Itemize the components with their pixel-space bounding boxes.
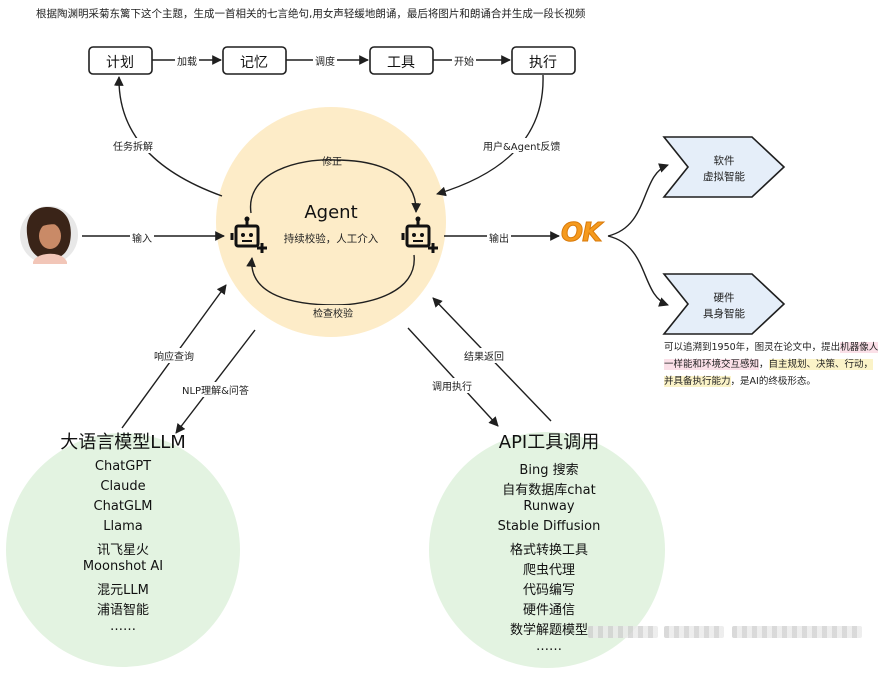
feedback-label: 用户&Agent反馈 [481, 138, 563, 153]
api-title: API工具调用 [498, 432, 600, 453]
load-label: 加载 [175, 53, 199, 68]
start-label: 开始 [452, 53, 476, 68]
api-item: 自有数据库chat [502, 483, 596, 498]
llm-item: 讯飞星火 [96, 543, 149, 558]
software-label: 软件 [713, 155, 735, 167]
api-item: Stable Diffusion [497, 519, 601, 534]
header-instruction: 根据陶渊明采菊东篱下这个主题，生成一首相关的七言绝句,用女声轻缓地朗诵，最后将图… [36, 8, 586, 20]
software-shape [662, 136, 786, 198]
api-item: 代码编写 [522, 583, 575, 598]
llm-title: 大语言模型LLM [60, 432, 186, 453]
api-item: Bing 搜索 [519, 463, 579, 478]
api-item: 爬虫代理 [522, 563, 575, 578]
api-item: …… [536, 639, 562, 654]
llm-item: Moonshot AI [82, 559, 164, 574]
user-avatar-icon [20, 206, 78, 264]
memory-label: 记忆 [240, 55, 268, 71]
llm-item: Claude [100, 479, 146, 494]
hardware-label: 硬件 [713, 292, 735, 304]
robot-add-icon [230, 216, 267, 253]
agent-title: Agent [304, 202, 358, 223]
api-item: Runway [523, 499, 575, 514]
agent-circle [216, 107, 446, 337]
task-decompose-label: 任务拆解 [111, 138, 155, 153]
result-return-label: 结果返回 [462, 348, 506, 363]
description-text: 可以追溯到1950年，图灵在论文中，提出 [664, 342, 841, 353]
api-item: 硬件通信 [522, 603, 575, 618]
output-label: 输出 [487, 230, 511, 245]
api-list: Bing 搜索 自有数据库chat Runway Stable Diffusio… [444, 459, 654, 659]
hardware-shape [662, 273, 786, 335]
api-item: 格式转换工具 [509, 543, 588, 558]
llm-item: ChatGLM [93, 499, 153, 514]
tool-label: 工具 [387, 55, 415, 71]
llm-item: 混元LLM [97, 583, 149, 598]
turing-description: 可以追溯到1950年，图灵在论文中，提出机器像人一样能和环境交互感知，自主规划、… [664, 339, 879, 390]
call-execute-label: 调用执行 [430, 378, 474, 393]
api-item: 数学解题模型 [509, 623, 588, 638]
response-query-label: 响应查询 [152, 348, 196, 363]
api-circle [429, 432, 665, 668]
input-label: 输入 [130, 230, 154, 245]
llm-item: …… [110, 619, 136, 634]
robot-add-icon [401, 216, 438, 253]
llm-item: 浦语智能 [96, 603, 149, 618]
nlp-label: NLP理解&问答 [180, 382, 251, 397]
agent-subtitle: 持续校验，人工介入 [283, 233, 379, 245]
ok-badge: OK [560, 218, 602, 249]
correct-loop-label: 修正 [322, 157, 342, 168]
llm-list: ChatGPT Claude ChatGLM Llama 讯飞星火 Moonsh… [23, 459, 223, 639]
llm-circle [6, 433, 240, 667]
description-text: ，是AI的终极形态。 [730, 376, 816, 387]
virtual-intel-label: 虚拟智能 [703, 171, 745, 183]
llm-item: ChatGPT [94, 459, 152, 474]
description-text: ， [759, 359, 769, 370]
check-loop-label: 检查校验 [311, 305, 355, 320]
schedule-label: 调度 [313, 53, 337, 68]
plan-label: 计划 [106, 55, 134, 71]
exec-label: 执行 [529, 55, 557, 71]
exec-box [511, 46, 576, 75]
embodied-intel-label: 具身智能 [703, 308, 745, 320]
llm-item: Llama [103, 519, 143, 534]
